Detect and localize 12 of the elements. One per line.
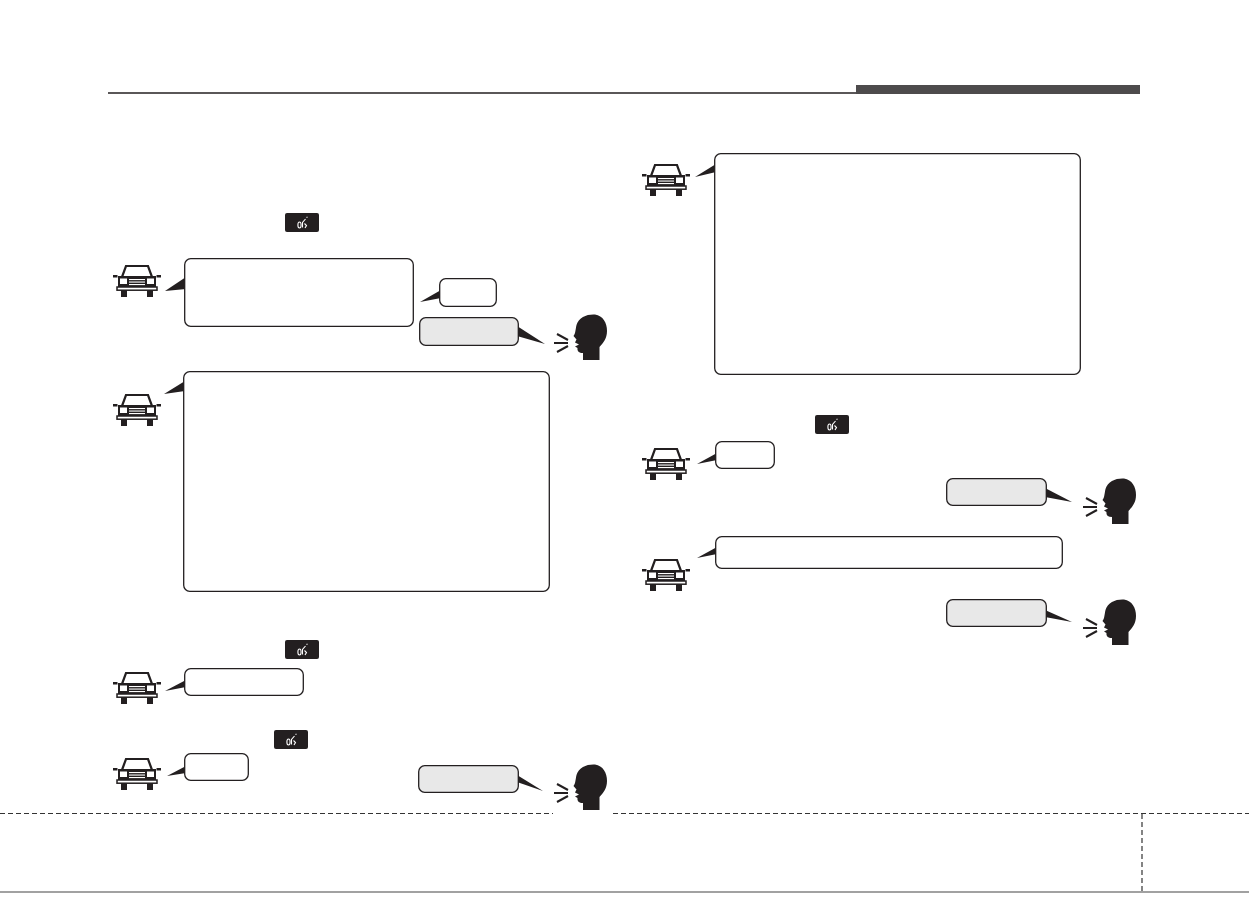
speech-bubble: [419, 317, 545, 346]
speech-bubble: [418, 765, 543, 793]
speech-bubble: [697, 441, 775, 469]
speech-bubble: [946, 478, 1072, 506]
speech-bubble: [697, 536, 1063, 569]
speech-bubble: [164, 371, 550, 592]
speech-bubble: [165, 668, 304, 696]
speech-bubble: [420, 278, 497, 307]
speech-bubble: [946, 599, 1072, 627]
speech-bubble: [165, 258, 414, 327]
speech-bubble: [167, 753, 249, 781]
speech-bubble: [695, 153, 1081, 375]
